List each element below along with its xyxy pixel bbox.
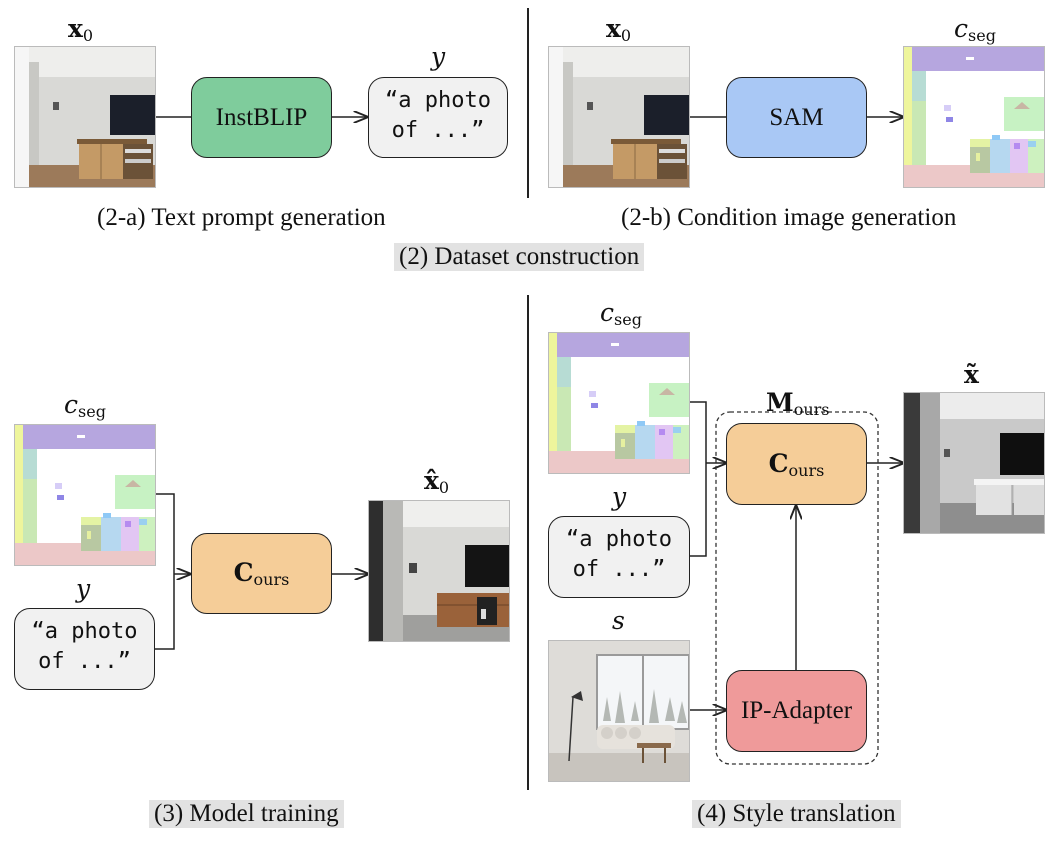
segmentation-map-4 xyxy=(548,332,690,474)
cseg-label-2b: cseg xyxy=(954,14,996,45)
caption-model-training: (3) Model training xyxy=(149,800,344,828)
y-label-3: y xyxy=(76,574,91,603)
prompt-line-2: of ...” xyxy=(572,557,666,582)
prompt-line-1: “a photo xyxy=(566,527,672,552)
instblip-label: InstBLIP xyxy=(215,103,308,131)
text-prompt-box-3: “a photo of ...” xyxy=(14,608,155,690)
cseg-label-3: cseg xyxy=(64,390,106,421)
caption-style-translation: (4) Style translation xyxy=(692,800,901,828)
y-label-4: y xyxy=(612,482,627,511)
c-ours-label-4: Cours xyxy=(768,448,825,480)
y-label-2a: y xyxy=(431,42,446,71)
sam-box: SAM xyxy=(726,77,867,158)
prompt-line-2: of ...” xyxy=(391,118,485,143)
caption-text-prompt-generation: (2-a) Text prompt generation xyxy=(97,204,386,231)
generated-image-3 xyxy=(368,500,510,642)
c-ours-box-3: Cours xyxy=(191,533,332,614)
caption-condition-image-generation: (2-b) Condition image generation xyxy=(621,204,957,231)
prompt-line-1: “a photo xyxy=(385,88,491,113)
text-prompt-box-4: “a photo of ...” xyxy=(548,516,690,598)
segmentation-map-2b xyxy=(903,46,1045,188)
ip-adapter-label: IP-Adapter xyxy=(740,697,853,724)
text-prompt-box-2a: “a photo of ...” xyxy=(368,77,508,158)
prompt-line-2: of ...” xyxy=(38,649,131,674)
prompt-line-1: “a photo xyxy=(31,619,138,644)
s-label: s xyxy=(612,606,625,635)
c-ours-label-3: Cours xyxy=(233,558,290,589)
styled-output-image xyxy=(903,392,1045,534)
ip-adapter-box: IP-Adapter xyxy=(726,670,867,752)
x0-label-2b: x0 xyxy=(606,14,632,45)
instblip-box: InstBLIP xyxy=(191,77,332,158)
sam-label: SAM xyxy=(769,103,824,131)
m-ours-label: Mours xyxy=(766,388,830,419)
x0-label: x0 xyxy=(68,14,94,45)
m-ours-dashed-box xyxy=(715,411,879,765)
caption-dataset-construction: (2) Dataset construction xyxy=(394,243,645,271)
vertical-divider-top xyxy=(527,8,529,198)
vertical-divider-bottom xyxy=(527,295,529,790)
x0-hat-label: x̂0 xyxy=(424,466,450,497)
cseg-label-4: cseg xyxy=(600,298,642,329)
x-tilde-label: x̃ xyxy=(964,360,979,389)
c-ours-box-4: Cours xyxy=(726,423,867,505)
style-reference-image xyxy=(548,640,690,782)
segmentation-map-3 xyxy=(14,424,156,566)
input-room-image xyxy=(14,46,156,188)
input-room-image-2b xyxy=(548,46,690,188)
